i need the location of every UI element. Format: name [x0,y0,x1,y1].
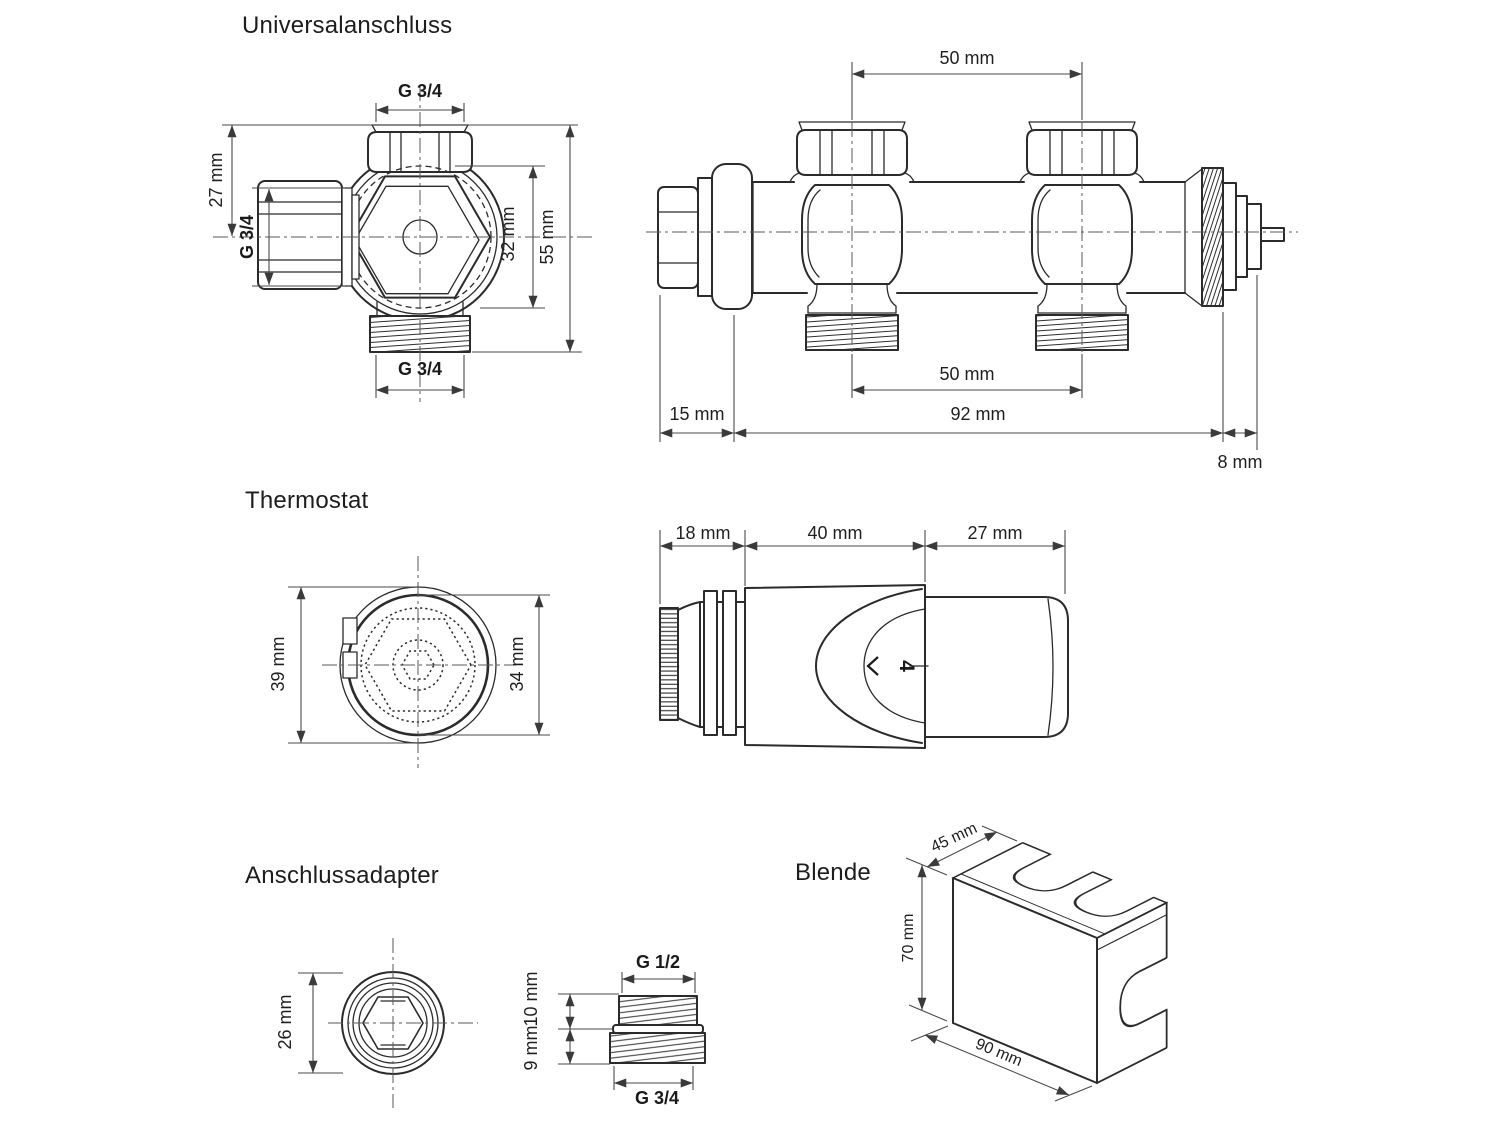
dim-label-50mm-top: 50 mm [939,48,994,68]
clamp-lug-top [342,617,358,645]
side-view-dimensions: 50 mm 50 mm 15 mm 92 mm 8 mm [659,48,1263,472]
dim-label-45mm: 45 mm [928,820,980,856]
dim-label-50mm-bottom: 50 mm [939,364,994,384]
blende-front-face [952,877,1098,1084]
section-title-anschlussadapter: Anschlussadapter [245,862,439,889]
adjustment-ring-2 [722,590,737,736]
dim-label-40mm: 40 mm [807,523,862,543]
thermostat-front-view: 39 mm 34 mm [268,556,550,768]
setting-marker-icon [866,656,879,676]
thermostat-side-dimensions: 18 mm 40 mm 27 mm [659,523,1066,604]
dim-label-27mm: 27 mm [967,523,1022,543]
thermostat-body [744,584,926,749]
adapter-side-dimensions: G 1/2 10 mm 9 mm G 3/4 [521,952,696,1108]
dim-label-39mm: 39 mm [268,636,288,691]
manifold-body [752,181,1186,294]
section-title-thermostat: Thermostat [245,487,369,514]
dim-label-g34-bottom: G 3/4 [398,359,442,379]
blende-right-face [1096,901,1168,1085]
adapter-side-view: G 1/2 10 mm 9 mm G 3/4 [521,952,706,1108]
adapter-front-view: 26 mm [275,938,478,1108]
dim-label-8mm: 8 mm [1218,452,1263,472]
left-union-nut [257,180,360,290]
dim-label-9mm: 9 mm [521,1026,541,1071]
dim-label-18mm: 18 mm [675,523,730,543]
manifold-right-end [1184,167,1285,307]
dim-label-26mm: 26 mm [275,994,295,1049]
adjustment-ring-1 [703,590,718,736]
setting-number: 4 [895,660,918,672]
dim-label-g12: G 1/2 [636,952,680,972]
dim-label-g34-left: G 3/4 [237,215,257,259]
dim-label-g34-adapter: G 3/4 [635,1088,679,1108]
universal-valve-side-view: 50 mm 50 mm 15 mm 92 mm 8 mm [646,48,1298,472]
dim-label-32mm: 32 mm [498,206,518,261]
dim-label-70mm: 70 mm [900,914,917,963]
adapter-front-dimensions: 26 mm [275,972,343,1074]
dim-label-92mm: 92 mm [950,404,1005,424]
blende-iso-view: 45 mm 70 mm 90 mm [900,820,1168,1102]
dim-label-10mm: 10 mm [521,971,541,1026]
indicator-window-outer [815,588,923,744]
dim-label-55mm: 55 mm [537,209,557,264]
dim-label-g34-top: G 3/4 [398,81,442,101]
section-title-blende: Blende [795,859,871,886]
valve-spindle-pin [1260,227,1285,242]
dim-label-34mm: 34 mm [507,636,527,691]
section-title-universalanschluss: Universalanschluss [242,12,453,39]
hidden-hex [364,618,472,712]
thermostat-knob [924,596,1069,738]
thermostat-knurled-collar [659,607,679,721]
dim-label-15mm: 15 mm [669,404,724,424]
thermostat-front-dimensions: 39 mm 34 mm [268,586,550,744]
front-view-dimensions: G 3/4 27 mm G 3/4 32 mm 55 mm G 3/4 [206,81,582,398]
dim-label-27mm: 27 mm [206,152,226,207]
indicator-window-inner [863,608,926,724]
adapter-g34-thread [609,1032,706,1064]
universal-valve-front-view: G 3/4 27 mm G 3/4 32 mm 55 mm G 3/4 [206,81,592,402]
blende-top-face [951,842,1168,939]
thermostat-side-view: 4 18 mm 40 mm 27 mm [659,523,1069,749]
adapter-g12-thread [618,995,698,1026]
manifold-left-end [657,163,753,310]
